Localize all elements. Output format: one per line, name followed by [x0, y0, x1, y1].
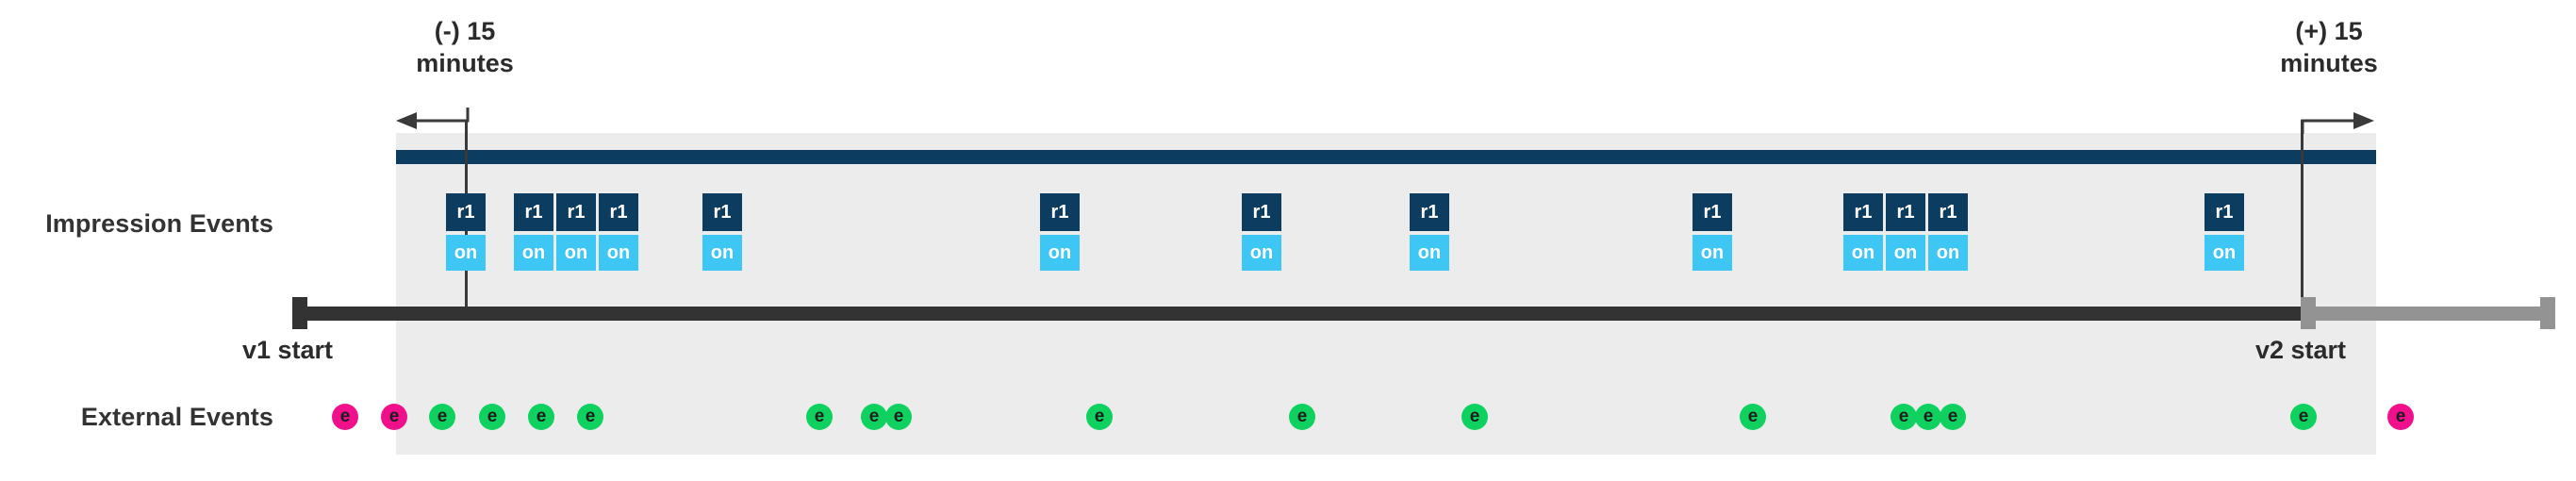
impression-group: r1 on [1693, 193, 1732, 271]
external-event-dot[interactable]: e [2290, 404, 2317, 430]
request-chip: r1 [1242, 193, 1281, 231]
impression-group: r1 on [1040, 193, 1080, 271]
state-chip: on [1040, 235, 1080, 271]
impression-event[interactable]: r1 on [514, 193, 553, 271]
impression-group: r1 on [1410, 193, 1449, 271]
left-window-annotation: (-) 15 minutes [323, 15, 606, 79]
request-chip: r1 [2204, 193, 2244, 231]
impression-event[interactable]: r1 on [702, 193, 742, 271]
right-window-arrow-icon [2299, 106, 2376, 136]
state-chip: on [1928, 235, 1968, 271]
external-event-dot[interactable]: e [806, 404, 833, 430]
state-chip: on [1410, 235, 1449, 271]
external-event-dot[interactable]: e [577, 404, 603, 430]
request-chip: r1 [446, 193, 486, 231]
impression-group: r1 on [1242, 193, 1281, 271]
impression-event[interactable]: r1 on [2204, 193, 2244, 271]
request-chip: r1 [1410, 193, 1449, 231]
right-window-guide-line [2301, 120, 2304, 313]
state-chip: on [1843, 235, 1883, 271]
highlight-window-panel [396, 133, 2376, 455]
impression-event[interactable]: r1 on [1040, 193, 1080, 271]
request-chip: r1 [556, 193, 596, 231]
external-event-dot[interactable]: e [1940, 404, 1966, 430]
request-chip: r1 [1040, 193, 1080, 231]
impression-event[interactable]: r1 on [1886, 193, 1925, 271]
impression-event[interactable]: r1 on [556, 193, 596, 271]
external-event-dot[interactable]: e [1915, 404, 1941, 430]
external-event-dot[interactable]: e [1891, 404, 1917, 430]
v1-start-label: v1 start [241, 336, 334, 364]
request-chip: r1 [1928, 193, 1968, 231]
right-window-annotation: (+) 15 minutes [2188, 15, 2470, 79]
state-chip: on [556, 235, 596, 271]
external-events-label: External Events [80, 403, 273, 431]
impression-events-label: Impression Events [45, 209, 273, 238]
v2-rail [2301, 307, 2555, 321]
right-window-line2: minutes [2280, 49, 2378, 77]
left-window-arrow-icon [394, 106, 471, 136]
external-event-dot[interactable]: e [1740, 404, 1766, 430]
impression-event[interactable]: r1 on [1693, 193, 1732, 271]
request-chip: r1 [514, 193, 553, 231]
external-event-dot[interactable]: e [479, 404, 505, 430]
impression-event[interactable]: r1 on [1928, 193, 1968, 271]
external-event-dot[interactable]: e [885, 404, 912, 430]
impression-group: r1 on [702, 193, 742, 271]
state-chip: on [446, 235, 486, 271]
state-chip: on [514, 235, 553, 271]
impression-event[interactable]: r1 on [1843, 193, 1883, 271]
impression-event[interactable]: r1 on [599, 193, 638, 271]
impression-track-bar [396, 150, 2376, 164]
external-event-dot[interactable]: e [528, 404, 554, 430]
request-chip: r1 [1843, 193, 1883, 231]
external-event-dot[interactable]: e [332, 404, 358, 430]
left-window-line1: (-) 15 [434, 17, 496, 45]
external-event-dot[interactable]: e [429, 404, 455, 430]
impression-group: r1 on [2204, 193, 2244, 271]
external-event-dot[interactable]: e [1461, 404, 1488, 430]
state-chip: on [702, 235, 742, 271]
left-window-line2: minutes [416, 49, 514, 77]
external-event-dot[interactable]: e [861, 404, 887, 430]
state-chip: on [1693, 235, 1732, 271]
v1-rail [292, 307, 2301, 321]
right-window-line1: (+) 15 [2295, 17, 2363, 45]
state-chip: on [599, 235, 638, 271]
v2-rail-end-cap [2540, 297, 2555, 329]
external-event-dot[interactable]: e [1289, 404, 1315, 430]
external-event-dot[interactable]: e [1086, 404, 1113, 430]
impression-event[interactable]: r1 on [446, 193, 486, 271]
state-chip: on [1242, 235, 1281, 271]
external-event-dot[interactable]: e [381, 404, 407, 430]
request-chip: r1 [599, 193, 638, 231]
impression-event[interactable]: r1 on [1410, 193, 1449, 271]
impression-group: r1 on [446, 193, 486, 271]
v2-start-label: v2 start [2254, 336, 2347, 364]
request-chip: r1 [1693, 193, 1732, 231]
external-event-dot[interactable]: e [2387, 404, 2414, 430]
state-chip: on [2204, 235, 2244, 271]
impression-event[interactable]: r1 on [1242, 193, 1281, 271]
request-chip: r1 [1886, 193, 1925, 231]
state-chip: on [1886, 235, 1925, 271]
request-chip: r1 [702, 193, 742, 231]
